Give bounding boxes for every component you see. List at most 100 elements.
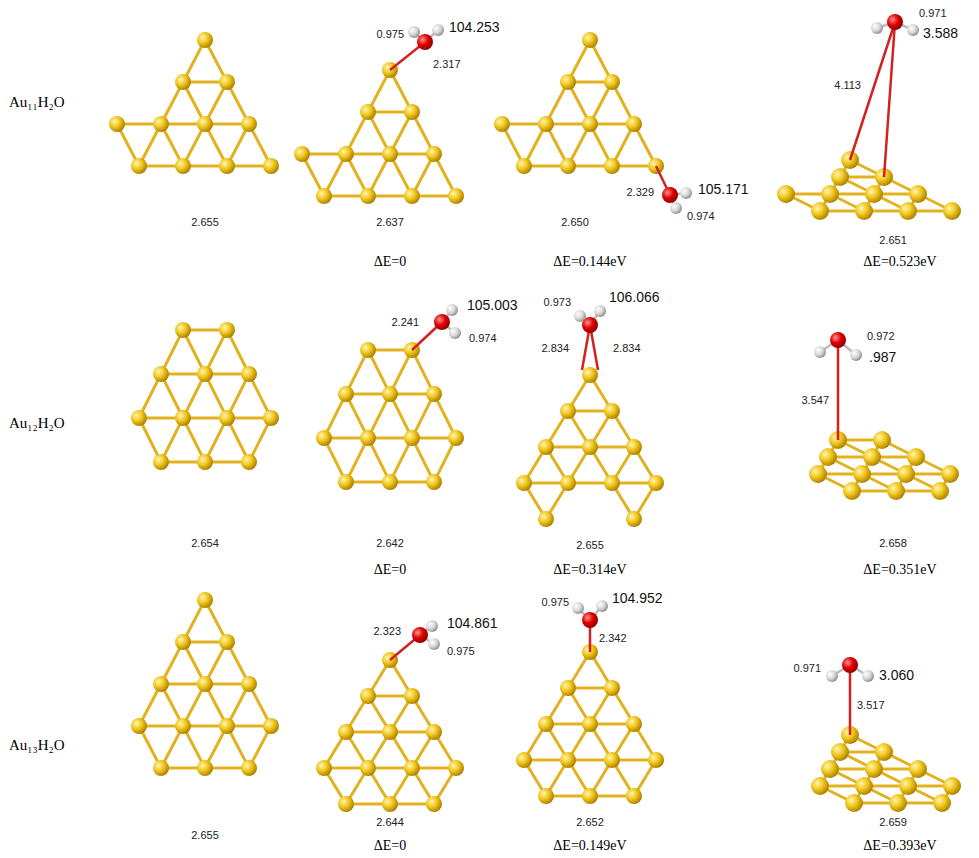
gold-atom bbox=[382, 146, 398, 162]
gold-atom bbox=[626, 788, 642, 804]
gold-atom bbox=[219, 634, 235, 650]
gold-atom bbox=[360, 188, 376, 204]
gold-atom bbox=[853, 465, 871, 483]
gold-atom bbox=[153, 760, 169, 776]
gold-atom bbox=[241, 676, 257, 692]
gold-atom bbox=[197, 116, 213, 132]
au-o-bond bbox=[850, 22, 895, 160]
gold-atom bbox=[875, 743, 893, 761]
gold-atom bbox=[175, 158, 191, 174]
bond-length: 2.642 bbox=[375, 537, 405, 549]
gold-atom bbox=[197, 592, 213, 608]
energy-label: ΔE=0.523eV bbox=[862, 254, 937, 269]
gold-atom bbox=[560, 158, 576, 174]
energy-label: ΔE=0.149eV bbox=[552, 838, 627, 853]
water-molecule bbox=[826, 657, 874, 735]
gold-atom bbox=[516, 158, 532, 174]
au-o-bond bbox=[884, 22, 895, 177]
gold-atom bbox=[811, 777, 829, 795]
gold-cluster bbox=[811, 726, 961, 812]
gold-atom bbox=[909, 185, 927, 203]
bond-angle: 104.253 bbox=[448, 20, 501, 35]
gold-atom bbox=[175, 74, 191, 90]
water-molecule bbox=[574, 305, 606, 370]
gold-cluster bbox=[777, 151, 961, 220]
gold-cluster bbox=[809, 431, 959, 500]
bond-angle: .987 bbox=[868, 350, 897, 365]
gold-atom bbox=[855, 777, 873, 795]
gold-atom bbox=[831, 168, 849, 186]
gold-atom bbox=[175, 322, 191, 338]
water-molecule bbox=[572, 600, 608, 652]
gold-atom bbox=[382, 796, 398, 812]
gold-atom bbox=[626, 439, 642, 455]
bond-length: 0.971 bbox=[918, 7, 948, 19]
bond-length: 0.973 bbox=[542, 296, 572, 308]
gold-atom bbox=[241, 760, 257, 776]
gold-cluster bbox=[109, 32, 279, 174]
gold-atom bbox=[648, 752, 664, 768]
gold-atom bbox=[219, 322, 235, 338]
bond-length: 2.644 bbox=[375, 816, 405, 828]
gold-cluster bbox=[131, 592, 279, 776]
gold-atom bbox=[197, 760, 213, 776]
gold-atom bbox=[219, 158, 235, 174]
gold-cluster bbox=[516, 367, 664, 527]
gold-atom bbox=[263, 410, 279, 426]
gold-atom bbox=[604, 475, 620, 491]
energy-label: ΔE=0 bbox=[373, 838, 407, 853]
bond-length: 2.329 bbox=[625, 186, 655, 198]
gold-cluster bbox=[316, 342, 464, 490]
oxygen-atom bbox=[434, 314, 450, 330]
gold-atom bbox=[811, 202, 829, 220]
energy-label: ΔE=0.314eV bbox=[552, 562, 627, 577]
gold-atom bbox=[821, 185, 839, 203]
gold-atom bbox=[777, 185, 795, 203]
water-molecule bbox=[814, 332, 862, 440]
gold-atom bbox=[241, 366, 257, 382]
gold-atom bbox=[360, 104, 376, 120]
gold-atom bbox=[933, 794, 951, 812]
gold-atom bbox=[582, 716, 598, 732]
gold-atom bbox=[516, 475, 532, 491]
gold-atom bbox=[131, 410, 147, 426]
gold-atom bbox=[538, 716, 554, 732]
gold-atom bbox=[338, 386, 354, 402]
bond-angle: 104.861 bbox=[446, 616, 499, 631]
gold-atom bbox=[604, 74, 620, 90]
bond-length: 2.834 bbox=[540, 342, 570, 354]
gold-atom bbox=[604, 752, 620, 768]
gold-atom bbox=[382, 386, 398, 402]
bond-length: 2.655 bbox=[190, 829, 220, 841]
bond-angle: 105.171 bbox=[697, 182, 750, 197]
gold-atom bbox=[516, 752, 532, 768]
gold-atom bbox=[404, 760, 420, 776]
gold-atom bbox=[316, 760, 332, 776]
bond-length: 4.113 bbox=[833, 79, 862, 91]
bond-length: 2.655 bbox=[190, 216, 220, 228]
gold-atom bbox=[560, 475, 576, 491]
energy-label: ΔE=0.393eV bbox=[862, 838, 937, 853]
bond-length: 0.975 bbox=[446, 645, 476, 657]
gold-atom bbox=[241, 116, 257, 132]
hydrogen-atom bbox=[446, 304, 458, 316]
gold-atom bbox=[865, 760, 883, 778]
gold-atom bbox=[582, 439, 598, 455]
hydrogen-atom bbox=[680, 187, 692, 199]
gold-atom bbox=[560, 403, 576, 419]
bond-length: 2.342 bbox=[598, 632, 628, 644]
gold-atom bbox=[197, 676, 213, 692]
bond-angle: 3.060 bbox=[878, 668, 915, 683]
bond-length: 0.972 bbox=[866, 330, 896, 342]
gold-atom bbox=[426, 146, 442, 162]
gold-atom bbox=[338, 796, 354, 812]
gold-atom bbox=[909, 760, 927, 778]
bond-length: 2.650 bbox=[560, 216, 590, 228]
water-molecule bbox=[850, 14, 919, 177]
cluster-name: Au₁₃H₂O bbox=[8, 737, 66, 754]
hydrogen-atom bbox=[432, 24, 444, 36]
hydrogen-atom bbox=[428, 638, 440, 650]
gold-atom bbox=[360, 342, 376, 358]
